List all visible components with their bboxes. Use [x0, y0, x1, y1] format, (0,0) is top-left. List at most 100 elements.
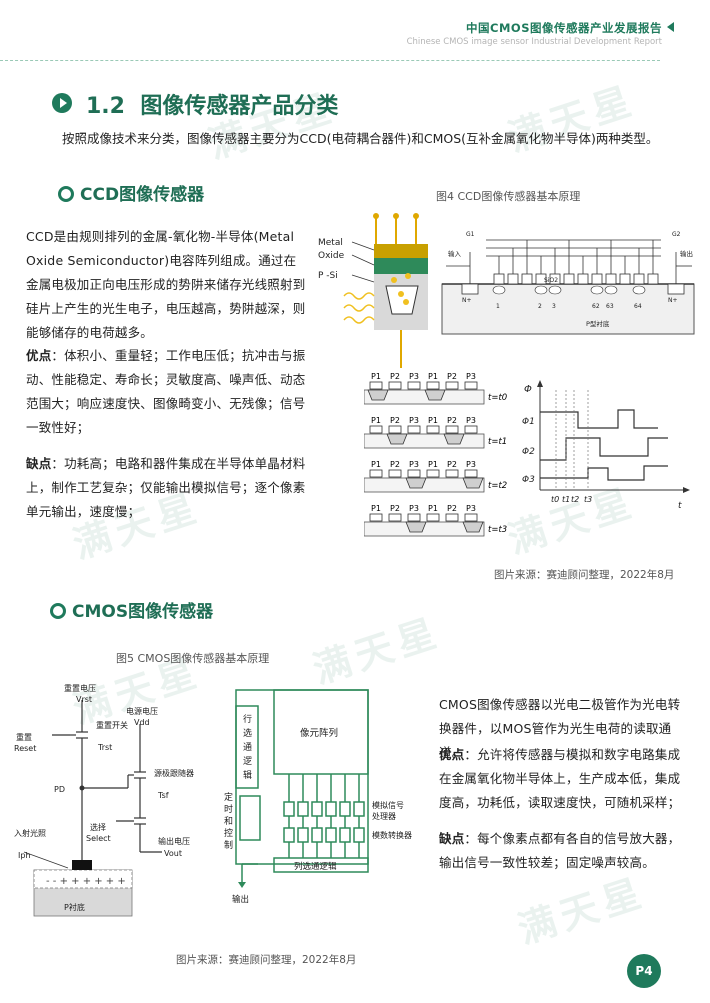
ccd-capacitor-diagram: Metal Oxide P -Si: [318, 213, 428, 368]
phase-label: P1: [428, 372, 438, 381]
phase-label: P1: [371, 372, 381, 381]
ccd-title: CCD图像传感器: [80, 185, 205, 205]
phase-label: P3: [466, 372, 476, 381]
ccd-electrode: [407, 381, 421, 390]
phase-label: P3: [409, 504, 419, 513]
ccd-electrode: [369, 513, 383, 522]
potential-well: [367, 389, 389, 401]
phase-label: P2: [390, 504, 400, 513]
row-select-label: 行选通逻辑: [243, 713, 252, 781]
substrate-label: P型衬底: [586, 319, 610, 328]
cmos-description: CMOS图像传感器以光电二极管作为光电转换器件，以MOS管作为光生电荷的读取通道…: [439, 697, 681, 760]
phi1-label: Φ1: [522, 417, 535, 427]
phase-label: P2: [447, 372, 457, 381]
analog-proc-label: 模拟信号: [372, 800, 404, 810]
tsf-label: Tsf: [157, 791, 169, 800]
power-voltage-label: 电源电压: [126, 706, 158, 716]
col-select-label: 列选通逻辑: [294, 861, 337, 872]
ccd-electrode: [464, 469, 478, 478]
cell-label: 2: [538, 303, 542, 310]
cell-label: 1: [496, 303, 500, 310]
phi2-label: Φ2: [522, 447, 535, 457]
ccd-pros: 优点：体积小、重量轻；工作电压低；抗冲击与振动、性能稳定、寿命长；灵敏度高、噪声…: [26, 348, 306, 435]
header-arrow-icon: [667, 22, 674, 32]
ccd-description: CCD是由规则排列的金属-氧化物-半导体(Metal Oxide Semicon…: [26, 229, 306, 340]
t-axis-label: t: [678, 501, 682, 511]
phase-label: P3: [466, 460, 476, 469]
ccd-electrode: [407, 469, 421, 478]
time-label: t=t1: [488, 437, 507, 447]
output-label: 输出: [680, 249, 693, 258]
bullet-circle-icon: [58, 186, 74, 202]
pd-label: PD: [54, 785, 65, 794]
cmos-pros: 优点：允许将传感器与模拟和数字电路集成在金属氧化物半导体上，生产成本低，集成度高…: [439, 747, 681, 810]
metal-label: Metal: [318, 238, 343, 248]
charge-signs: - - + + + + + +: [46, 876, 126, 887]
t-tick: t1: [562, 495, 570, 504]
phase-label: P3: [466, 504, 476, 513]
vout-label: Vout: [164, 849, 182, 858]
input-label: 输入: [448, 249, 462, 258]
cmos-block-diagram: 行选通逻辑 像元阵列 定时和控制 模拟信号 处理器 模数转换器 列选通逻辑 输出: [224, 689, 412, 905]
cell-label: 64: [634, 303, 642, 310]
n-plus-left-label: N+: [462, 297, 472, 304]
ccd-electrode: [426, 513, 440, 522]
iph-label: Iph: [18, 851, 31, 860]
phase-label: P3: [409, 416, 419, 425]
g2-label: G2: [672, 231, 681, 238]
potential-well: [386, 433, 408, 445]
ccd-source: 图片来源：赛迪顾问整理，2022年8月: [494, 569, 675, 581]
phase-label: P1: [428, 504, 438, 513]
watermark: 满天星: [307, 609, 447, 693]
ccd-substrate: [364, 389, 485, 405]
time-label: t=t0: [488, 393, 507, 403]
ccd-electrode: [388, 381, 402, 390]
ccd-electrode: [445, 513, 459, 522]
ccd-electrode: [464, 381, 478, 390]
ccd-electrode: [426, 469, 440, 478]
phase-label: P3: [409, 460, 419, 469]
p-substrate-label: P衬底: [64, 902, 85, 912]
t-tick: t2: [571, 495, 579, 504]
section-intro: 按照成像技术来分类，图像传感器主要分为CCD(电荷耦合器件)和CMOS(互补金属…: [62, 131, 659, 146]
potential-well: [424, 389, 446, 401]
potential-well: [443, 433, 465, 445]
ccd-cons: 缺点：功耗高；电路和器件集成在半导体单晶材料上，制作工艺复杂；仅能输出模拟信号；…: [26, 456, 306, 519]
time-label: t=t3: [488, 525, 507, 535]
ccd-figure-caption: 图4 CCD图像传感器基本原理: [436, 190, 581, 203]
cmos-title: CMOS图像传感器: [72, 602, 214, 622]
ccd-electrode: [464, 425, 478, 434]
t-tick: t0: [551, 495, 559, 504]
ccd-electrode: [426, 425, 440, 434]
block-output-label: 输出: [232, 894, 249, 905]
adc-label: 模数转换器: [372, 830, 412, 840]
phi-axis-label: Φ: [524, 384, 532, 395]
phase-label: P2: [390, 372, 400, 381]
cmos-pixel-circuit: - - + + + + + + 重置电压 Vrst 电源电压 Vdd 重置 Re…: [14, 683, 194, 917]
phase-label: P1: [371, 416, 381, 425]
ccd-electrode: [407, 513, 421, 522]
phase-label: P2: [390, 416, 400, 425]
phase-label: P1: [428, 416, 438, 425]
pixel-array-label: 像元阵列: [300, 727, 338, 739]
phase-label: P1: [428, 460, 438, 469]
timing-label: 定时和控制: [224, 791, 233, 851]
oxide-label: Oxide: [318, 251, 345, 261]
incident-light-label: 入射光照: [14, 828, 46, 838]
watermark: 满天星: [502, 77, 642, 161]
phase-label: P2: [447, 416, 457, 425]
header-divider: [0, 60, 660, 61]
ccd-electrode: [388, 469, 402, 478]
potential-well: [462, 477, 484, 489]
cmos-cons: 缺点：每个像素点都有各自的信号放大器，输出信号一致性较差；固定噪声较高。: [439, 831, 681, 870]
section-heading: 1.2 图像传感器产品分类: [86, 94, 339, 119]
phase-label: P2: [390, 460, 400, 469]
vdd-label: Vdd: [134, 718, 150, 727]
ccd-electrode: [426, 381, 440, 390]
reset-voltage-label: 重置电压: [64, 683, 96, 693]
reset-label: 重置: [16, 732, 32, 742]
trst-label: Trst: [97, 743, 112, 752]
cmos-figure-caption: 图5 CMOS图像传感器基本原理: [116, 652, 270, 665]
potential-well: [462, 521, 484, 533]
ccd-electrode: [445, 469, 459, 478]
